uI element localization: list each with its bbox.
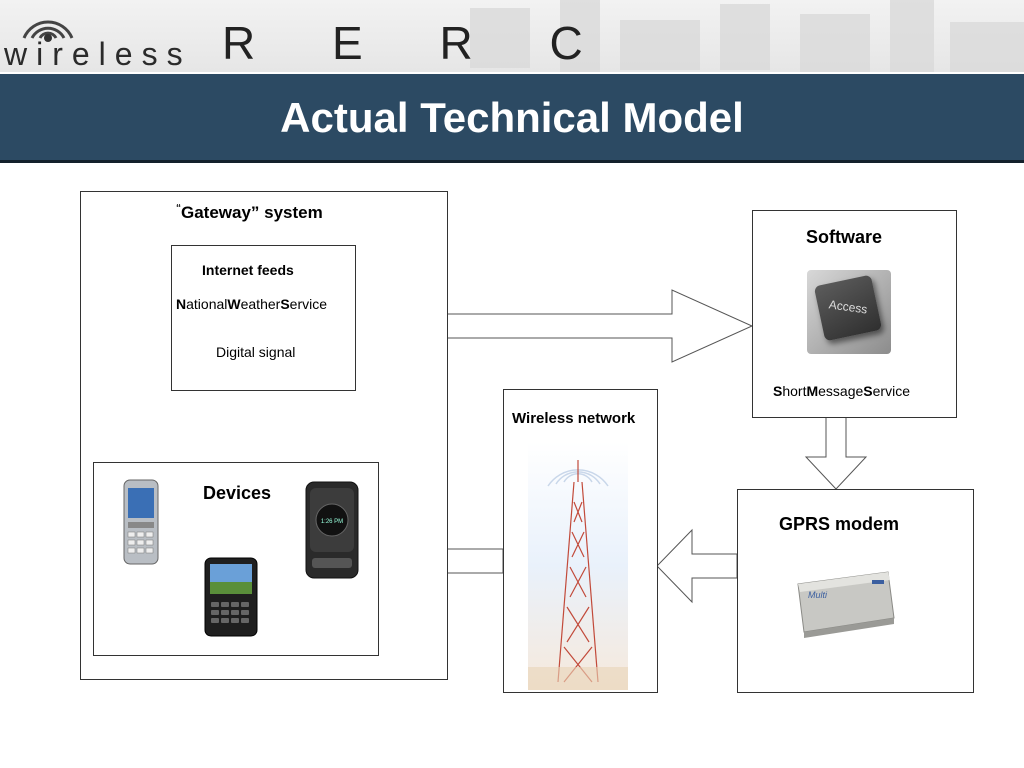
devices-title: Devices bbox=[203, 483, 272, 503]
sms-s: S bbox=[773, 383, 783, 399]
svg-text:1:26 PM: 1:26 PM bbox=[321, 519, 343, 525]
title-bar bbox=[0, 74, 1024, 163]
brand-wordmark: wireless bbox=[4, 36, 192, 72]
smartphone-icon bbox=[123, 479, 159, 565]
nws-w: W bbox=[227, 296, 241, 312]
national-weather-service-label: NationalWeatherService bbox=[176, 296, 327, 312]
brand-rerc: R E R C bbox=[222, 17, 615, 69]
nws-eather: eather bbox=[240, 296, 281, 312]
blackberry-icon bbox=[204, 557, 258, 637]
flip-phone-icon: 1:26 PM bbox=[305, 481, 359, 579]
nws-ervice: ervice bbox=[289, 296, 328, 312]
nws-n: N bbox=[176, 296, 187, 312]
modem-brand-text: Multi bbox=[808, 590, 828, 600]
software-title: Software bbox=[806, 227, 883, 247]
internet-feeds-title: Internet feeds bbox=[202, 262, 294, 278]
sms-m: M bbox=[806, 383, 819, 399]
header-banner: wireless R E R C bbox=[0, 0, 1024, 72]
wireless-network-title: Wireless network bbox=[512, 410, 636, 427]
digital-signal-label: Digital signal bbox=[216, 344, 296, 360]
gprs-modem-title: GPRS modem bbox=[779, 514, 900, 534]
page-title: Actual Technical Model bbox=[280, 94, 744, 141]
gateway-heading: “Gateway” system bbox=[176, 203, 323, 223]
short-message-service-label: ShortMessageService bbox=[773, 383, 910, 399]
brand-logo: wireless R E R C bbox=[0, 0, 583, 72]
nws-ational: ational bbox=[186, 296, 228, 312]
access-key-cap: Access bbox=[813, 274, 883, 342]
internet-feeds-box bbox=[171, 245, 356, 391]
nws-s: S bbox=[280, 296, 290, 312]
modem-icon: Multi bbox=[797, 571, 895, 638]
access-key-label: Access bbox=[827, 297, 869, 317]
access-key-icon: Access bbox=[807, 270, 891, 354]
sms-essage: essage bbox=[818, 383, 864, 399]
wireless-signal-icon bbox=[22, 20, 74, 42]
arrow-to-gprs bbox=[804, 416, 868, 490]
sms-ervice: ervice bbox=[872, 383, 910, 399]
sms-hort: hort bbox=[782, 383, 807, 399]
gateway-heading-text: Gateway” system bbox=[181, 203, 323, 222]
arrow-gprs-to-wireless bbox=[656, 528, 738, 604]
radio-tower-icon bbox=[528, 442, 628, 690]
sms-s2: S bbox=[863, 383, 873, 399]
gateway-heading-quote: “ bbox=[176, 203, 181, 214]
